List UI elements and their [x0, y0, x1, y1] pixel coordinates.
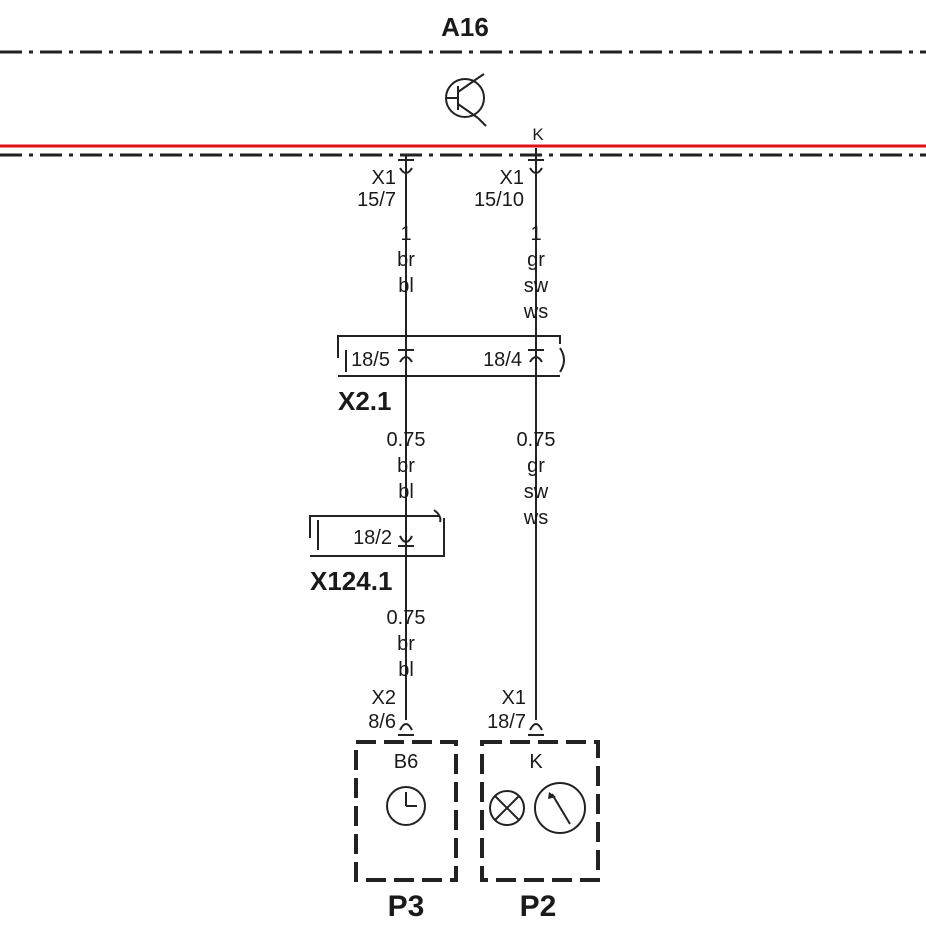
left-seg3-color1: br [397, 633, 415, 655]
plug-icon [398, 159, 414, 174]
right-bottom-connector: X1 [502, 687, 526, 709]
left-seg2-color1: br [397, 455, 415, 477]
left-seg3-size: 0.75 [387, 607, 426, 629]
x2-pin-right: 18/4 [483, 349, 522, 371]
right-seg1-color2: sw [524, 275, 549, 297]
connector-x2-bracket [337, 335, 565, 377]
right-seg2-color2: sw [524, 481, 549, 503]
right-seg1-color3: ws [523, 301, 548, 323]
right-seg1-size: 1 [530, 223, 541, 245]
x124-pin: 18/2 [353, 527, 392, 549]
left-seg2-size: 0.75 [387, 429, 426, 451]
right-seg1-color1: gr [527, 249, 545, 271]
left-seg1-color2: bl [398, 275, 414, 297]
left-bottom-pin: 8/6 [368, 711, 396, 733]
lamp-icon [489, 790, 525, 826]
left-seg1-color1: br [397, 249, 415, 271]
pin-k-label: K [532, 125, 544, 144]
transistor-icon [445, 73, 487, 127]
left-bottom-connector: X2 [372, 687, 396, 709]
right-top-connector: X1 [500, 167, 524, 189]
gauge-icon [534, 782, 586, 834]
left-seg1-size: 1 [400, 223, 411, 245]
clock-icon [386, 786, 426, 826]
left-seg2-color2: bl [398, 481, 414, 503]
right-top-pin: 15/10 [474, 189, 524, 211]
left-seg3-color2: bl [398, 659, 414, 681]
connector-x124-bracket [309, 509, 445, 557]
plug-icon [528, 159, 544, 174]
component-p3-name: P3 [388, 890, 425, 923]
right-seg2-color1: gr [527, 455, 545, 477]
connector-x2-name: X2.1 [338, 386, 392, 416]
plug-icon [528, 723, 544, 736]
component-p2-box [480, 740, 600, 882]
right-bottom-pin: 18/7 [487, 711, 526, 733]
right-seg2-color3: ws [523, 507, 548, 529]
left-top-connector: X1 [372, 167, 396, 189]
component-p2-name: P2 [520, 890, 557, 923]
module-title: A16 [441, 12, 489, 42]
p2-pin: K [529, 751, 543, 773]
right-seg2-size: 0.75 [517, 429, 556, 451]
plug-icon [398, 723, 414, 736]
left-top-pin: 15/7 [357, 189, 396, 211]
p3-pin: B6 [394, 751, 418, 773]
connector-x124-name: X124.1 [310, 566, 392, 596]
x2-pin-left: 18/5 [351, 349, 390, 371]
component-p3-box [354, 740, 458, 882]
